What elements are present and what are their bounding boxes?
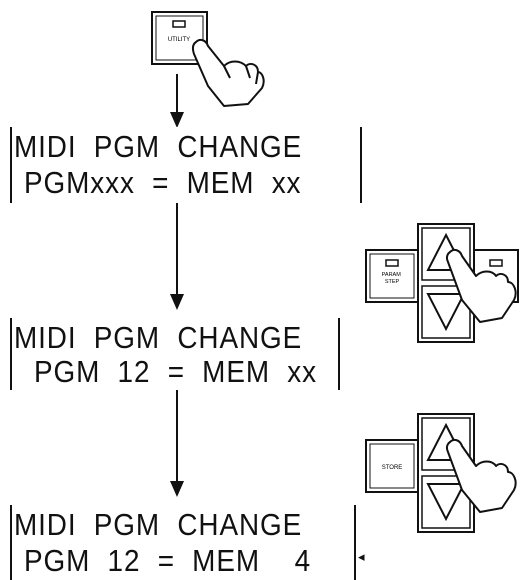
hand-pressing-up-icon [445, 248, 517, 323]
utility-key-label: UTILITY [168, 37, 190, 43]
lcd-display-3-line2: PGM 12 = MEM 4 [24, 543, 312, 578]
lcd-display-3: MIDI PGM CHANGE PGM 12 = MEM 4 [10, 505, 356, 580]
hand-pressing-up-icon [445, 438, 517, 513]
lcd-display-1-line1: MIDI PGM CHANGE [14, 129, 303, 164]
param-step-panel: PARAM STEP [365, 223, 519, 343]
lcd-display-1-line2: PGMxxx = MEM xx [24, 165, 302, 200]
param-step-label-line1: PARAM [382, 272, 402, 278]
flow-arrow-1-head [170, 112, 184, 128]
param-step-label-line2: STEP [385, 279, 400, 285]
lcd-display-2-line2: PGM 12 = MEM xx [34, 354, 317, 389]
down-triangle-icon [426, 293, 466, 332]
lcd-display-3-line1: MIDI PGM CHANGE [14, 507, 303, 542]
utility-key-illustration: UTILITY [151, 11, 265, 107]
flow-arrow-3-head [170, 481, 184, 497]
lcd-display-2: MIDI PGM CHANGE PGM 12 = MEM xx [10, 318, 340, 390]
cursor-mark: ◂ [358, 549, 365, 564]
hand-pressing-key-icon [191, 38, 265, 107]
lcd-display-1: MIDI PGM CHANGE PGMxxx = MEM xx [10, 127, 362, 203]
flow-arrow-2-line [176, 203, 178, 295]
param-step-button-label: PARAM STEP [382, 272, 403, 285]
store-panel: STORE [365, 413, 517, 533]
flow-arrow-1-line [176, 74, 178, 114]
flow-arrow-3-line [176, 390, 178, 482]
flow-arrow-2-head [170, 294, 184, 310]
lcd-display-2-line1: MIDI PGM CHANGE [14, 320, 303, 355]
store-button-label: STORE [382, 465, 403, 471]
down-triangle-icon [426, 483, 466, 522]
